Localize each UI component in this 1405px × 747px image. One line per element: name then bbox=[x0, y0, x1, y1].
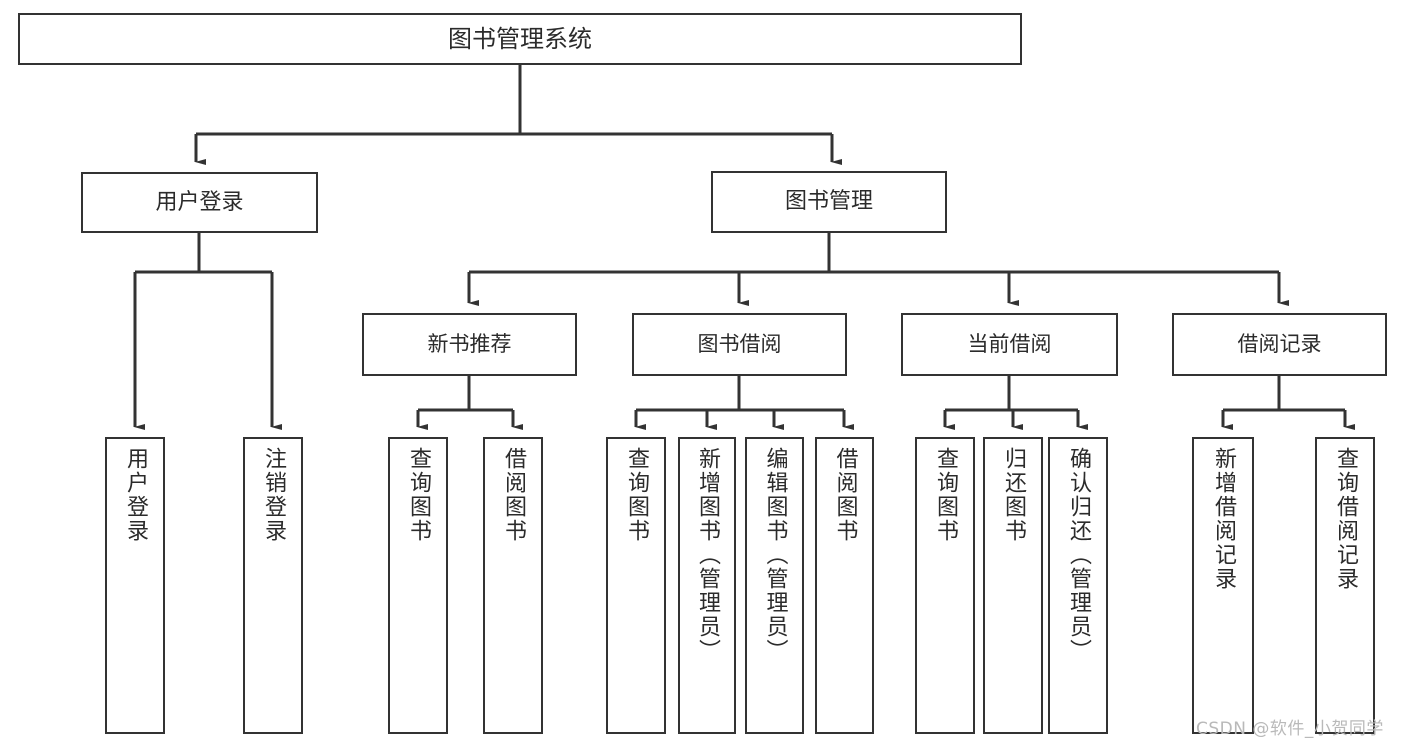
leaf-add-borrow-record[interactable]: 新增借阅记录 bbox=[1192, 437, 1254, 734]
leaf-edit-book-admin[interactable]: 编辑图书（管理员） bbox=[745, 437, 804, 734]
node-borrow-record-label: 借阅记录 bbox=[1237, 332, 1322, 357]
leaf-query-book-borrow-label: 查询图书 bbox=[624, 447, 649, 543]
leaf-borrow-book-recommend[interactable]: 借阅图书 bbox=[483, 437, 543, 734]
node-current-borrow[interactable]: 当前借阅 bbox=[901, 313, 1118, 376]
node-user-login-label: 用户登录 bbox=[155, 189, 244, 215]
leaf-query-book-current[interactable]: 查询图书 bbox=[915, 437, 975, 734]
leaf-return-book-label: 归还图书 bbox=[1001, 447, 1026, 543]
leaf-user-logout[interactable]: 注销登录 bbox=[243, 437, 303, 734]
leaf-add-book-admin[interactable]: 新增图书（管理员） bbox=[678, 437, 736, 734]
node-book-management[interactable]: 图书管理 bbox=[711, 171, 947, 233]
node-root-label: 图书管理系统 bbox=[448, 24, 592, 53]
leaf-query-book-recommend-label: 查询图书 bbox=[406, 447, 431, 543]
leaf-query-book-borrow[interactable]: 查询图书 bbox=[606, 437, 666, 734]
leaf-user-logout-label: 注销登录 bbox=[261, 447, 286, 543]
leaf-borrow-book-label: 借阅图书 bbox=[832, 447, 858, 543]
node-root[interactable]: 图书管理系统 bbox=[18, 13, 1022, 65]
leaf-user-login[interactable]: 用户登录 bbox=[105, 437, 165, 734]
leaf-add-book-admin-label: 新增图书（管理员） bbox=[695, 447, 720, 663]
leaf-query-book-current-label: 查询图书 bbox=[933, 447, 958, 543]
node-book-management-label: 图书管理 bbox=[784, 189, 873, 215]
node-new-book-recommend[interactable]: 新书推荐 bbox=[362, 313, 577, 376]
node-user-login[interactable]: 用户登录 bbox=[81, 172, 318, 233]
node-borrow-record[interactable]: 借阅记录 bbox=[1172, 313, 1387, 376]
leaf-return-book[interactable]: 归还图书 bbox=[983, 437, 1043, 734]
leaf-confirm-return-admin-label: 确认归还（管理员） bbox=[1066, 447, 1091, 663]
leaf-query-borrow-record[interactable]: 查询借阅记录 bbox=[1315, 437, 1375, 734]
leaf-borrow-book[interactable]: 借阅图书 bbox=[815, 437, 874, 734]
leaf-borrow-book-recommend-label: 借阅图书 bbox=[501, 447, 526, 543]
node-book-borrow[interactable]: 图书借阅 bbox=[632, 313, 847, 376]
watermark: CSDN @软件_小贺同学 bbox=[1196, 719, 1384, 739]
leaf-add-borrow-record-label: 新增借阅记录 bbox=[1211, 447, 1236, 591]
node-current-borrow-label: 当前借阅 bbox=[967, 332, 1052, 357]
node-new-book-recommend-label: 新书推荐 bbox=[427, 332, 512, 357]
leaf-query-book-recommend[interactable]: 查询图书 bbox=[388, 437, 448, 734]
leaf-user-login-label: 用户登录 bbox=[123, 447, 148, 543]
leaf-edit-book-admin-label: 编辑图书（管理员） bbox=[762, 447, 788, 663]
leaf-confirm-return-admin[interactable]: 确认归还（管理员） bbox=[1048, 437, 1108, 734]
node-book-borrow-label: 图书借阅 bbox=[697, 332, 782, 357]
leaf-query-borrow-record-label: 查询借阅记录 bbox=[1333, 447, 1358, 591]
